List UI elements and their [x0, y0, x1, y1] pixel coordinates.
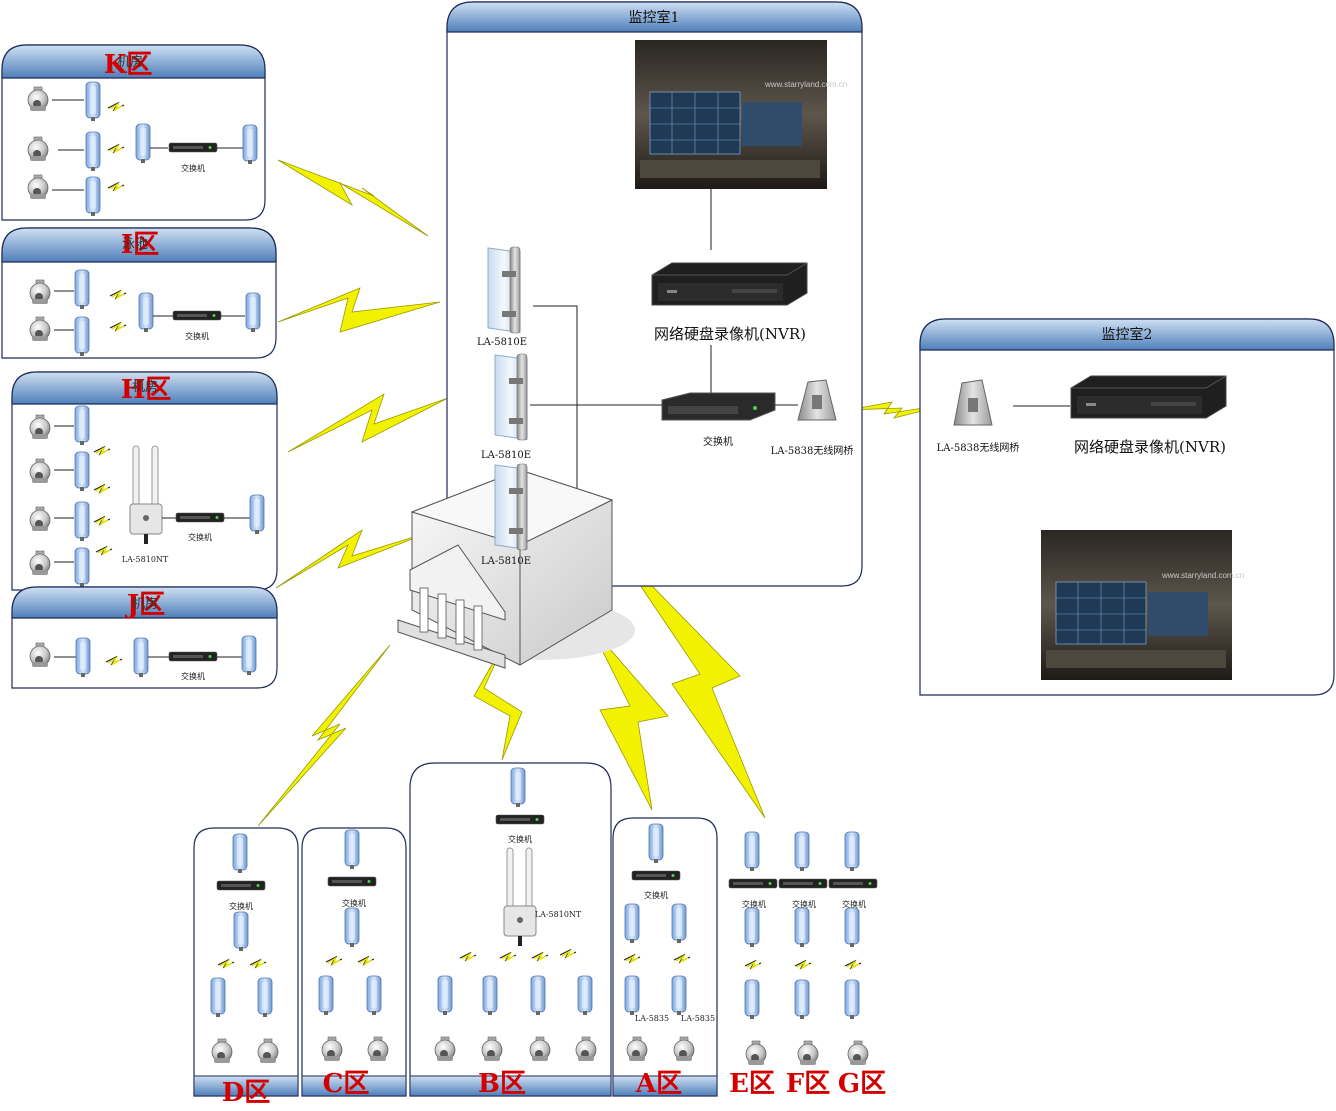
link-h: [287, 393, 449, 453]
wireless-links: [257, 159, 951, 827]
antenna-1-label: LA-5810E: [477, 337, 527, 348]
bridge-5838-room1: [797, 379, 837, 421]
control-room-1: 监控室1 www.starryland.com.cn 网络硬盘录像机(NVR) …: [446, 1, 863, 587]
zone-f-switch-label: 交换机: [792, 899, 816, 909]
zone-k-title: K区: [104, 50, 153, 80]
zone-a-cpe-label-2: LA-5835: [681, 1014, 715, 1023]
zone-k: K区 机房 交换机: [1, 44, 266, 221]
link-efg: [614, 547, 766, 819]
zone-j-switch-label: 交换机: [181, 671, 205, 681]
zones-efg: 交换机 交换机 交换机 E区 F区 G区: [728, 831, 886, 1099]
nvr-label-1: 网络硬盘录像机(NVR): [654, 325, 806, 343]
photo-watermark-2: www.starryland.com.cn: [1161, 571, 1244, 580]
zone-i-sub: 泳池: [122, 237, 148, 252]
zone-b-switch-label: 交换机: [508, 834, 532, 844]
zone-j: J区 机房 交换机: [11, 586, 278, 689]
link-d: [257, 644, 391, 827]
antenna-2: [494, 353, 528, 441]
link-j: [275, 528, 431, 589]
antenna-1: [487, 246, 521, 334]
bridge-label-room2: LA-5838无线网桥: [937, 441, 1020, 454]
zone-d-title: D区: [222, 1078, 271, 1108]
zone-b: 交换机 LA-5810NT B区: [409, 762, 612, 1099]
link-k: [277, 159, 429, 237]
zone-i-title: I区: [121, 230, 159, 260]
nvr-device-1: [651, 262, 808, 306]
zone-f-title: F区: [786, 1069, 830, 1099]
antenna-3: [494, 463, 528, 551]
zone-g-title: G区: [838, 1069, 886, 1099]
zone-k-sub: 机房: [117, 54, 143, 70]
photo-watermark: www.starryland.com.cn: [764, 80, 847, 89]
zone-h-title: H区: [121, 375, 172, 405]
zone-c: 交换机 C区: [301, 827, 407, 1099]
zone-g-switch-label: 交换机: [842, 899, 866, 909]
zone-a-cpe-label-1: LA-5835: [635, 1014, 669, 1023]
zone-d: 交换机 D区: [193, 827, 299, 1108]
antenna-2-label: LA-5810E: [481, 450, 531, 461]
link-a: [589, 625, 669, 811]
zone-h-switch-label: 交换机: [188, 532, 212, 542]
monitoring-room-photo-1: www.starryland.com.cn: [635, 40, 847, 189]
bridge-5838-room2: [953, 379, 993, 426]
zone-c-title: C区: [323, 1069, 370, 1099]
room-1-title: 监控室1: [629, 9, 680, 26]
zone-a-switch-label: 交换机: [644, 890, 668, 900]
zone-i-switch-label: 交换机: [185, 331, 209, 341]
monitoring-room-photo-2: www.starryland.com.cn: [1041, 530, 1244, 680]
zone-h-ap-label: LA-5810NT: [122, 555, 169, 564]
room-2-title: 监控室2: [1102, 326, 1153, 343]
zone-j-sub: 机房: [132, 596, 158, 612]
zone-h-sub: 机房: [132, 379, 158, 395]
zone-j-title: J区: [125, 590, 165, 620]
zone-b-title: B区: [478, 1069, 526, 1099]
core-switch-label: 交换机: [703, 435, 733, 448]
zone-a: 交换机 LA-5835 LA-5835 A区: [612, 817, 718, 1099]
control-room-2: 监控室2 LA-5838无线网桥 网络硬盘录像机(NVR) www.starry…: [919, 318, 1335, 696]
link-i: [277, 287, 441, 333]
zone-d-switch-label: 交换机: [229, 901, 253, 911]
core-switch: [661, 392, 776, 421]
zone-a-title: A区: [635, 1069, 682, 1099]
link-b: [473, 639, 523, 761]
zone-h: H区 机房 交换机 LA-5810NT: [11, 371, 278, 591]
zone-b-ap-label: LA-5810NT: [535, 910, 582, 919]
nvr-label-2: 网络硬盘录像机(NVR): [1074, 438, 1226, 456]
zone-e-switch-label: 交换机: [742, 899, 766, 909]
zone-k-switch-label: 交换机: [181, 163, 205, 173]
zone-c-switch-label: 交换机: [342, 898, 366, 908]
bridge-label-room1: LA-5838无线网桥: [771, 444, 854, 457]
zone-i: I区 泳池 交换机: [1, 227, 277, 359]
zone-e-title: E区: [729, 1069, 775, 1099]
antenna-3-label: LA-5810E: [481, 556, 531, 567]
nvr-device-2: [1070, 375, 1227, 419]
